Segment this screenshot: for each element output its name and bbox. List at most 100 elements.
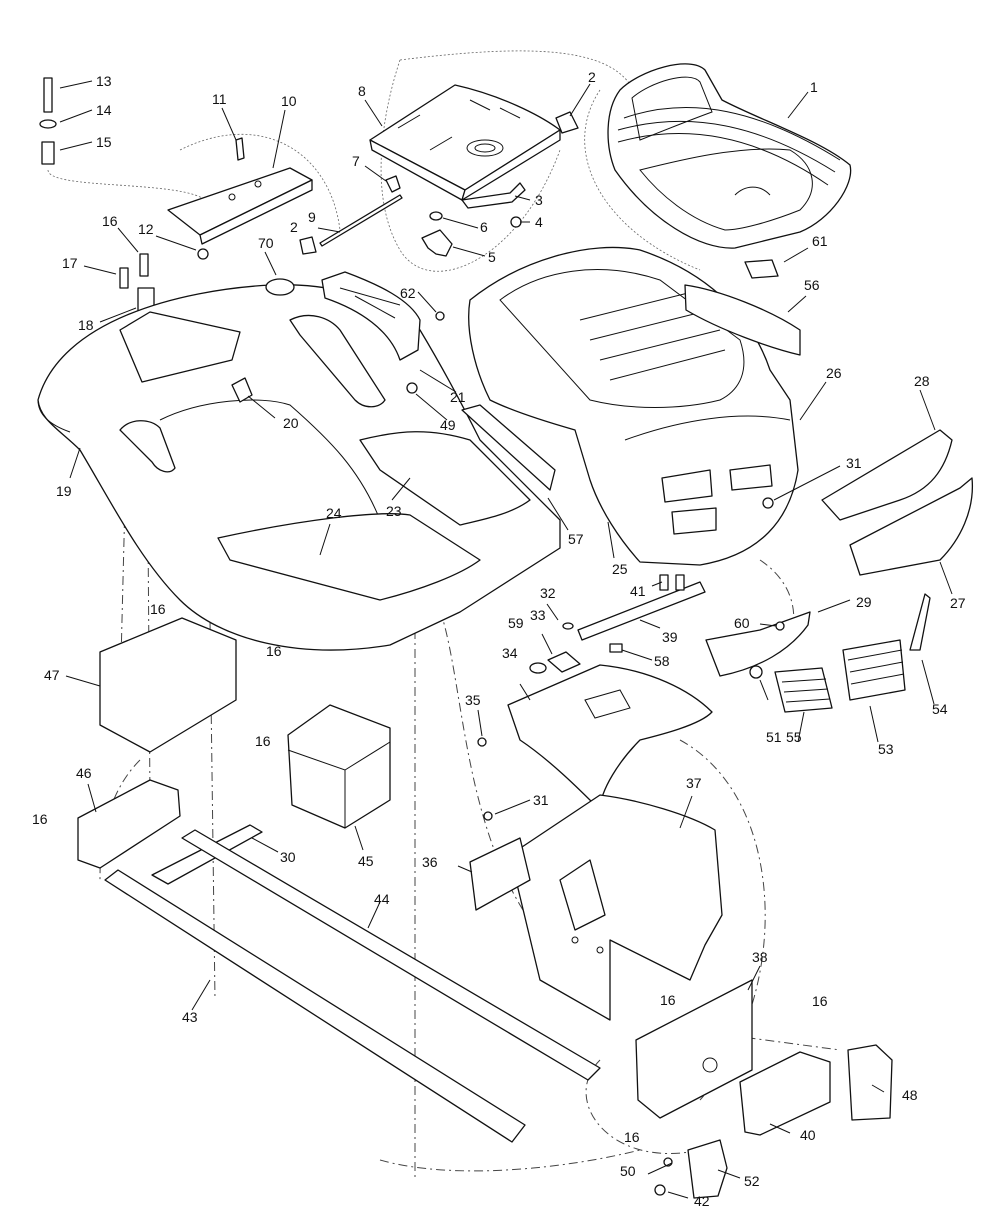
callout-2: 2	[290, 219, 298, 235]
seat-pad-61	[744, 259, 779, 279]
screw-62	[435, 311, 445, 321]
bolt-41	[659, 574, 669, 591]
callout-16: 16	[32, 811, 48, 827]
rod-9	[319, 194, 403, 247]
callout-16: 16	[266, 643, 282, 659]
callout-25: 25	[612, 561, 628, 577]
screw-60	[775, 621, 785, 631]
plate-52	[687, 1139, 728, 1199]
screw-31a	[762, 497, 774, 509]
callout-48: 48	[902, 1087, 918, 1103]
callout-8: 8	[358, 83, 366, 99]
washer-14	[39, 119, 57, 129]
nut-12	[197, 248, 209, 260]
callout-10: 10	[281, 93, 297, 109]
callout-16: 16	[255, 733, 271, 749]
callout-43: 43	[182, 1009, 198, 1025]
callout-15: 15	[96, 134, 112, 150]
dash-tower-37	[509, 794, 723, 1021]
bolt-16	[139, 253, 149, 277]
screw-31b	[483, 811, 493, 821]
callout-26: 26	[826, 365, 842, 381]
screw-35	[477, 737, 487, 747]
bumper-2b	[299, 236, 317, 255]
washer-6	[429, 211, 443, 221]
callout-40: 40	[800, 1127, 816, 1143]
bolt-13	[43, 77, 53, 113]
callout-44: 44	[374, 891, 390, 907]
callout-54: 54	[932, 701, 948, 717]
callout-58: 58	[654, 653, 670, 669]
bolt-11	[235, 137, 245, 161]
callout-20: 20	[283, 415, 299, 431]
callout-17: 17	[62, 255, 78, 271]
lever-slot	[339, 287, 401, 319]
callout-37: 37	[686, 775, 702, 791]
callout-45: 45	[358, 853, 374, 869]
bracket-46	[77, 779, 181, 869]
lens-27	[849, 477, 974, 576]
callout-13: 13	[96, 73, 112, 89]
callout-12: 12	[138, 221, 154, 237]
seat	[607, 63, 852, 249]
bolt-7	[385, 175, 401, 193]
callout-61: 61	[812, 233, 828, 249]
callout-33: 33	[530, 607, 546, 623]
part-58	[609, 643, 623, 653]
dash-panel-34	[507, 664, 713, 811]
headlight-28	[821, 429, 953, 521]
bracket-10	[167, 167, 313, 245]
bracket-54	[909, 593, 931, 651]
callout-46: 46	[76, 765, 92, 781]
bracket-40	[739, 1051, 831, 1136]
callout-35: 35	[465, 692, 481, 708]
plate-36	[469, 837, 531, 911]
rail-39	[577, 581, 706, 641]
callout-52: 52	[744, 1173, 760, 1189]
callout-53: 53	[878, 741, 894, 757]
louver-53	[842, 639, 906, 701]
callout-16: 16	[102, 213, 118, 229]
plate-48	[847, 1044, 893, 1121]
grille-56	[684, 284, 801, 356]
frame-rail-44	[181, 829, 601, 1081]
callout-55: 55	[786, 729, 802, 745]
grommet-59	[529, 662, 547, 674]
callout-19: 19	[56, 483, 72, 499]
seat-pan	[369, 84, 561, 201]
lever-guide-21	[321, 271, 421, 361]
leader-lines	[59, 80, 953, 1199]
callout-16: 16	[150, 601, 166, 617]
callout-51: 51	[766, 729, 782, 745]
bolt-42	[654, 1184, 666, 1196]
callout-42: 42	[694, 1193, 710, 1207]
bumper-2	[555, 111, 579, 134]
callout-labels: 1 2 2 3 4 5 6 7 8 9 10 11 12 13 14 15 16…	[32, 69, 966, 1207]
callout-38: 38	[752, 949, 768, 965]
callout-1: 1	[810, 79, 818, 95]
callout-16: 16	[660, 992, 676, 1008]
frame-rail-43	[104, 869, 526, 1143]
callout-14: 14	[96, 102, 112, 118]
screw-4	[510, 216, 522, 228]
callout-29: 29	[856, 594, 872, 610]
callout-31: 31	[533, 792, 549, 808]
callout-31: 31	[846, 455, 862, 471]
callout-62: 62	[400, 285, 416, 301]
callout-21: 21	[450, 389, 466, 405]
callout-36: 36	[422, 854, 438, 870]
callout-4: 4	[535, 214, 543, 230]
callout-11: 11	[212, 91, 227, 107]
callout-41: 41	[630, 583, 646, 599]
callout-59: 59	[508, 615, 524, 631]
nut-49	[406, 382, 418, 394]
bolt-41b	[675, 574, 685, 591]
callout-7: 7	[352, 153, 360, 169]
bracket-38	[635, 979, 753, 1119]
callout-9: 9	[308, 209, 316, 225]
hood	[468, 246, 799, 566]
callout-57: 57	[568, 531, 584, 547]
callout-18: 18	[78, 317, 94, 333]
callout-28: 28	[914, 373, 930, 389]
